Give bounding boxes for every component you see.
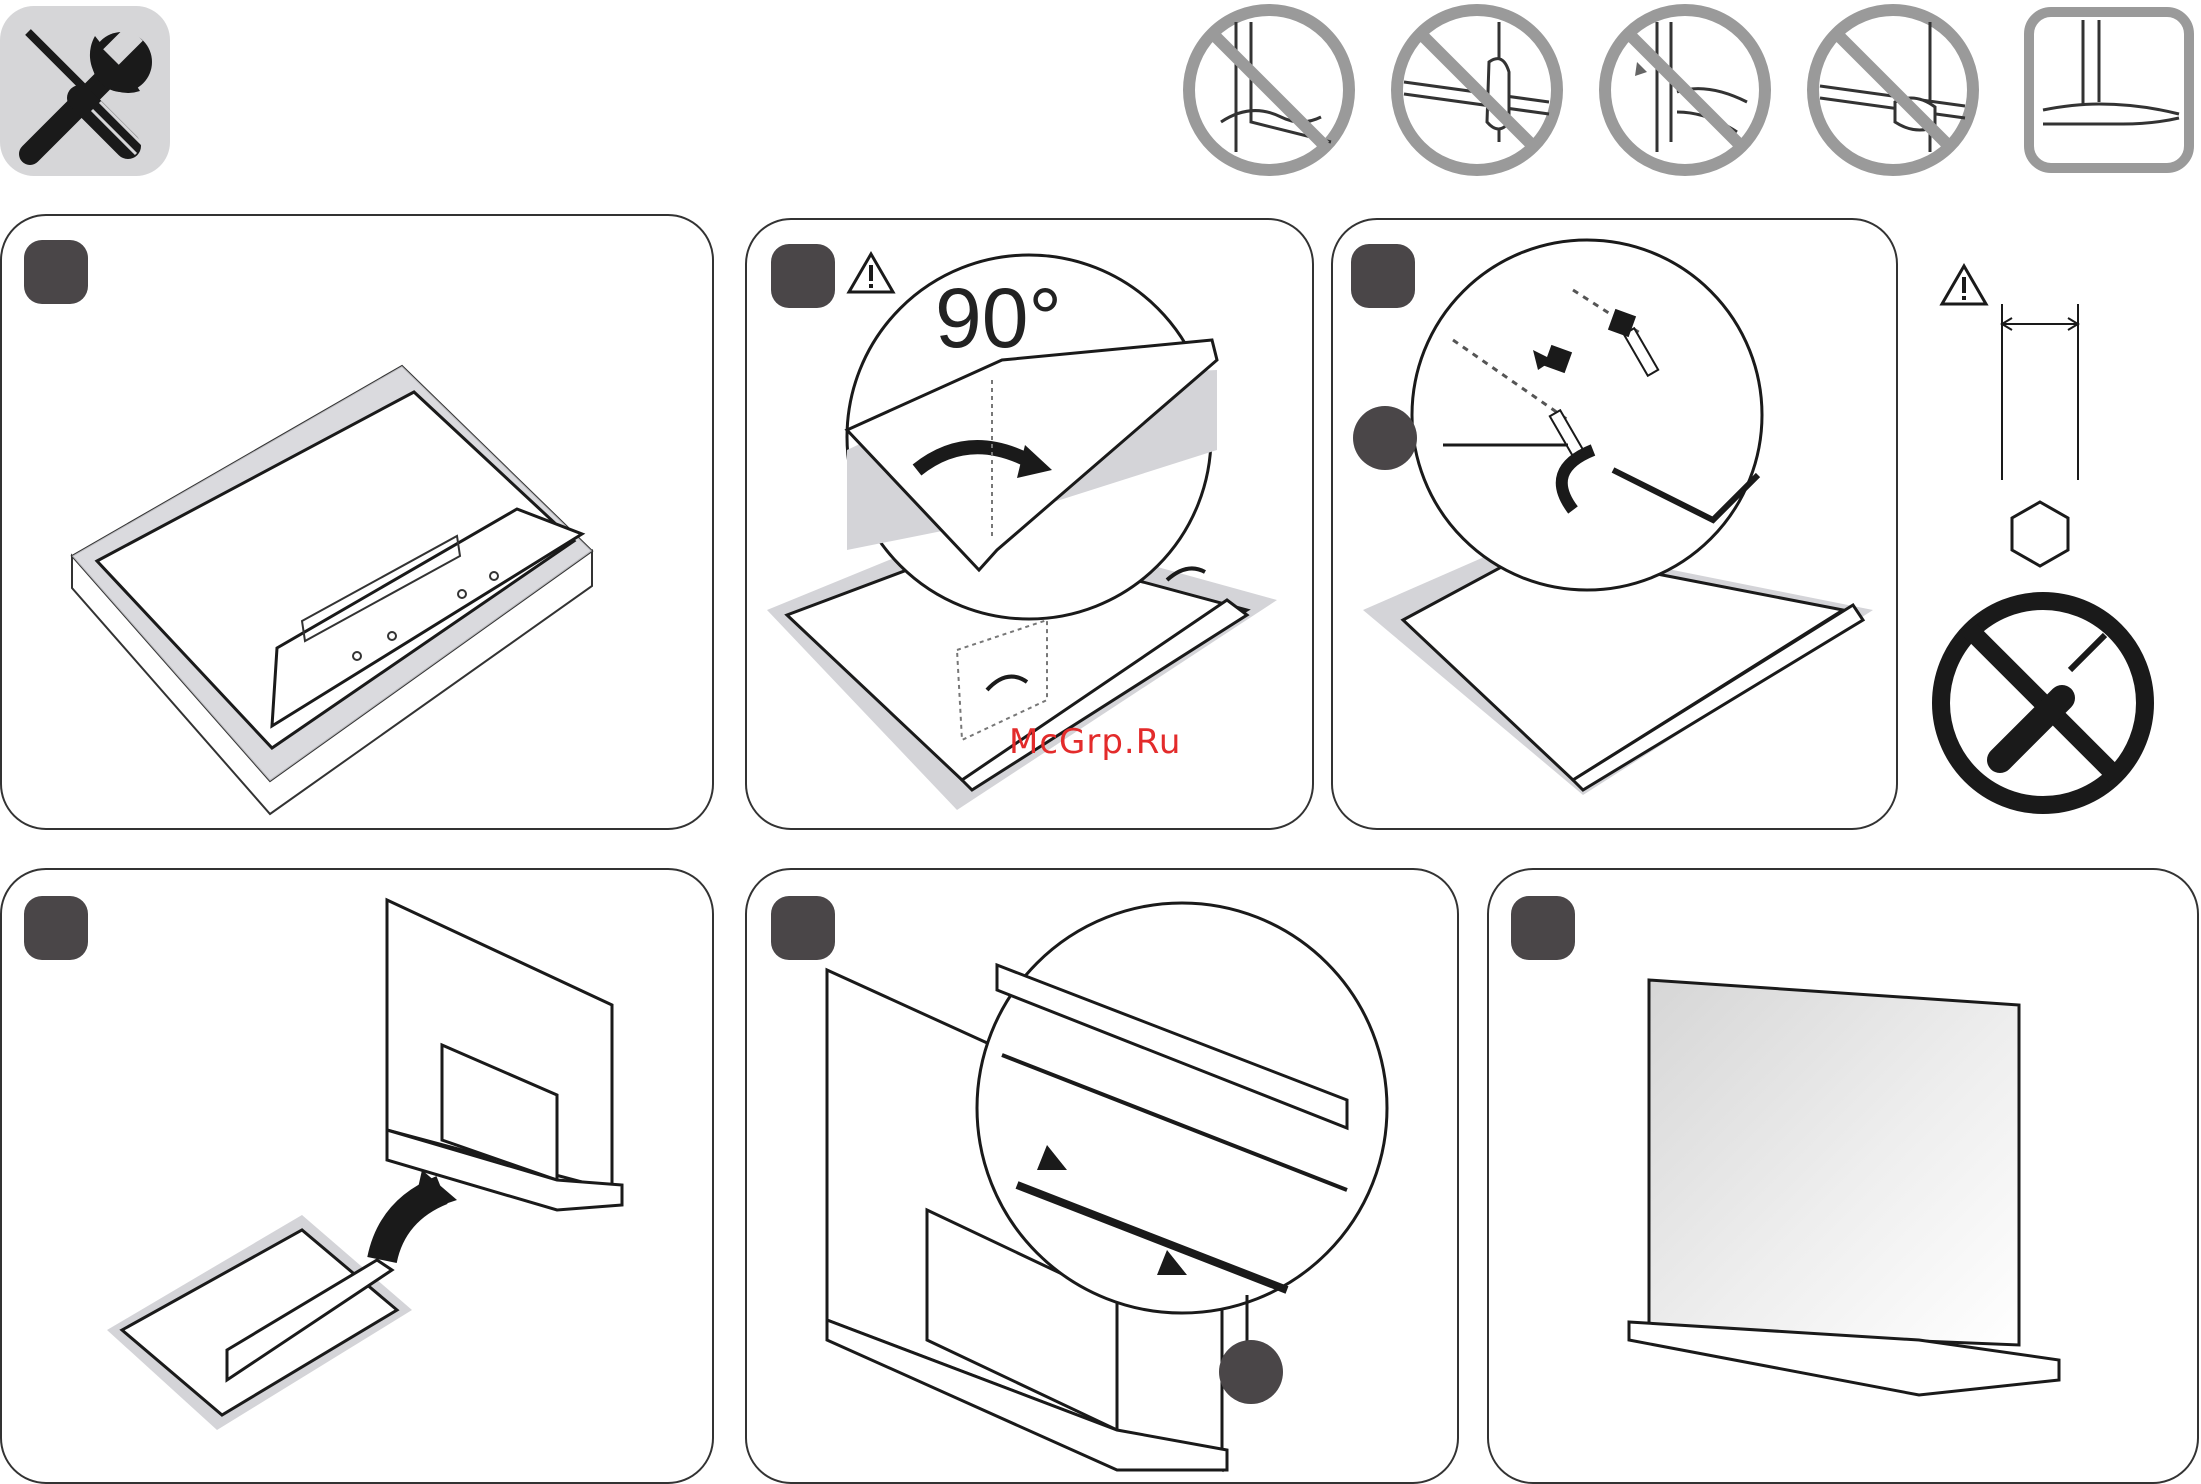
attach-cover-illustration (747, 870, 1457, 1482)
support-from-below-icon (2023, 6, 2195, 174)
step-5-panel (745, 868, 1459, 1484)
no-grip-by-frame-icon (1389, 2, 1565, 178)
no-press-screen-icon (1597, 2, 1773, 178)
watermark: McGrp.Ru (1009, 722, 1181, 762)
tools-icon-box (0, 6, 170, 176)
step-5-callout (1219, 1340, 1283, 1404)
angle-label: 90° (935, 270, 1062, 367)
no-screwdriver-icon (1930, 590, 2156, 816)
lift-tv-upright-illustration (2, 870, 712, 1482)
tv-face-down-on-cushion (2, 216, 712, 828)
step-1-panel (0, 214, 714, 830)
hex-key-size-icon (1990, 300, 2110, 580)
assembled-tv-illustration (1489, 870, 2197, 1482)
screwdriver-wrench-icon (0, 6, 170, 176)
step-2-panel: 90° McGrp.Ru (745, 218, 1314, 830)
step-3-panel (1331, 218, 1898, 830)
step-6-panel (1487, 868, 2199, 1484)
step-3-callout (1353, 406, 1417, 470)
no-grip-stand-icon (1805, 2, 1981, 178)
handling-warnings (1175, 0, 2201, 180)
screw-stand-illustration (1333, 220, 1896, 828)
step-4-panel (0, 868, 714, 1484)
no-lift-by-bottom-edge-icon (1181, 2, 1357, 178)
warning-triangle-icon (1938, 262, 1990, 308)
